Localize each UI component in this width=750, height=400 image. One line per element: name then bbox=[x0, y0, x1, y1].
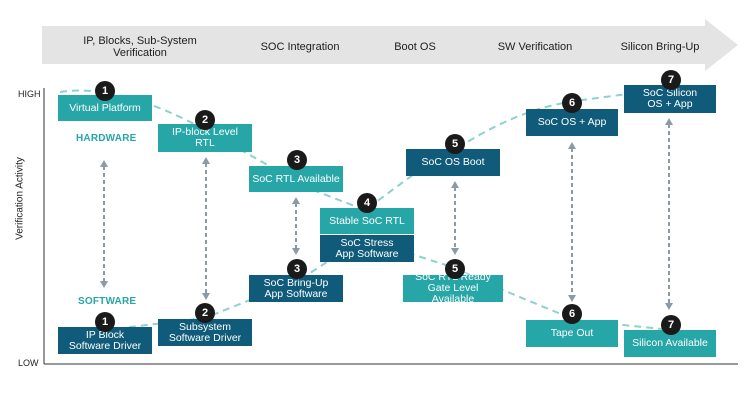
sw-box-label: SoC Bring-Up App Software bbox=[263, 276, 329, 300]
connector-arrowhead-down bbox=[100, 281, 108, 288]
sw-step-marker: 5 bbox=[445, 259, 465, 279]
connector-arrowhead-down bbox=[202, 293, 210, 300]
sw-box-label: Silicon Available bbox=[632, 337, 708, 349]
sw-box-tape-out: Tape Out bbox=[526, 320, 618, 347]
sw-box-subsystem-driver: Subsystem Software Driver bbox=[158, 319, 252, 346]
hw-box-label: Virtual Platform bbox=[69, 101, 141, 114]
connector-arrowhead-up bbox=[202, 157, 210, 164]
hw-step-marker: 3 bbox=[287, 150, 307, 170]
connector-arrowhead-down bbox=[451, 248, 459, 255]
hw-step-marker: 6 bbox=[562, 93, 582, 113]
y-axis-label: Verification Activity bbox=[14, 157, 26, 240]
hw-sw-connectors bbox=[100, 118, 673, 310]
sw-box-soc-bring-up-app: SoC Bring-Up App Software bbox=[249, 275, 343, 302]
hw-step-marker: 2 bbox=[195, 110, 215, 130]
stage-label-soc-integration: SOC Integration bbox=[260, 41, 340, 53]
hw-box-label: SoC RTL Available bbox=[252, 172, 340, 185]
connector-arrowhead-up bbox=[292, 197, 300, 204]
hardware-activity-curve bbox=[59, 87, 673, 212]
stage-label-boot-os: Boot OS bbox=[394, 41, 436, 53]
sw-box-label: SoC Stress App Software bbox=[335, 236, 399, 260]
sw-step-marker: 2 bbox=[195, 303, 215, 323]
sw-box-soc-stress-app: SoC Stress App Software bbox=[320, 235, 414, 262]
hw-step-marker: 1 bbox=[95, 81, 115, 101]
stage-arrow-banner bbox=[42, 19, 738, 71]
hw-box-soc-os-app: SoC OS + App bbox=[526, 109, 618, 136]
hw-step-marker: 7 bbox=[661, 70, 681, 90]
sw-box-label: Tape Out bbox=[550, 327, 594, 339]
sw-step-marker: 6 bbox=[562, 304, 582, 324]
software-activity-curve bbox=[104, 238, 673, 331]
sw-step-marker: 3 bbox=[287, 259, 307, 279]
stage-label-sw-verification: SW Verification bbox=[497, 41, 573, 53]
software-category-label: SOFTWARE bbox=[78, 296, 137, 307]
hw-box-label: IP-block Level RTL bbox=[172, 126, 238, 149]
sw-box-label: Subsystem Software Driver bbox=[168, 320, 242, 344]
hw-step-marker: 5 bbox=[445, 134, 465, 154]
sw-step-marker: 7 bbox=[661, 315, 681, 335]
hw-box-soc-silicon-os-app: SoC Silicon OS + App bbox=[624, 85, 716, 113]
connector-arrowhead-up bbox=[568, 142, 576, 149]
y-axis-high-label: HIGH bbox=[18, 89, 41, 99]
hw-box-label: SoC OS + App bbox=[537, 116, 607, 128]
hw-box-label: Stable SoC RTL bbox=[329, 214, 405, 227]
hw-box-soc-rtl-available: SoC RTL Available bbox=[249, 166, 343, 192]
connector-arrowhead-down bbox=[665, 303, 673, 310]
connector-arrowhead-down bbox=[292, 248, 300, 255]
hardware-category-label: HARDWARE bbox=[76, 133, 137, 144]
hw-box-label: SoC Silicon OS + App bbox=[642, 87, 698, 110]
connector-arrowhead-up bbox=[451, 181, 459, 188]
stage-label-silicon-bring-up: Silicon Bring-Up bbox=[620, 41, 700, 53]
connector-arrowhead-down bbox=[568, 295, 576, 302]
sw-box-soc-rtl-ready: SoC RTL Ready Gate Level Available bbox=[403, 272, 503, 305]
sw-box-label: IP Block Software Driver bbox=[68, 328, 142, 352]
connector-arrowhead-up bbox=[665, 118, 673, 125]
hw-step-marker: 4 bbox=[357, 193, 377, 213]
hw-box-label: SoC OS Boot bbox=[421, 156, 485, 168]
stage-label-ip-verification: IP, Blocks, Sub-System Verification bbox=[83, 35, 197, 59]
y-axis-low-label: LOW bbox=[18, 358, 39, 368]
connector-arrowhead-up bbox=[100, 160, 108, 167]
sw-step-marker: 1 bbox=[95, 312, 115, 332]
